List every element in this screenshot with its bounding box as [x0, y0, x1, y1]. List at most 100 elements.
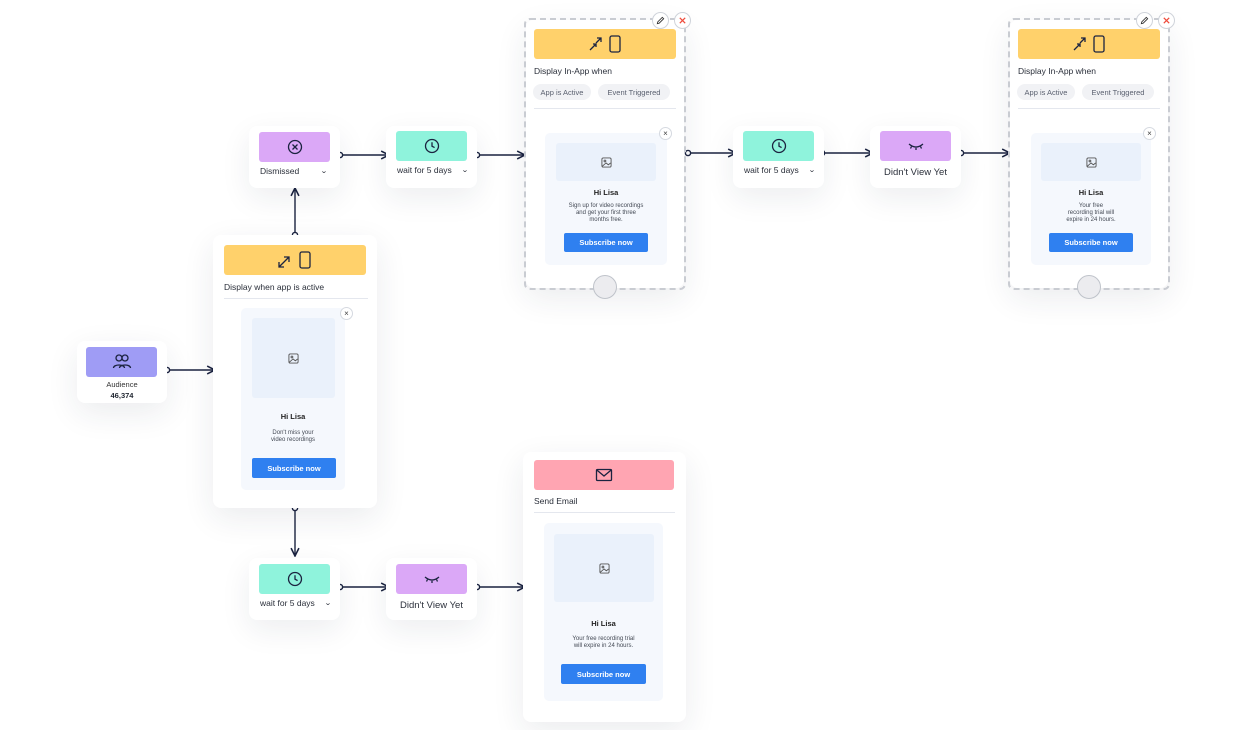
pill-event-triggered[interactable]: Event Triggered	[598, 84, 670, 100]
connector-audience-to-display	[163, 367, 215, 372]
connector-display-to-dismissed	[292, 188, 297, 239]
inapp-title-2: Display In-App when	[1018, 66, 1096, 76]
selection-outline-2	[1008, 18, 1170, 290]
didnt-view-node-bottom[interactable]: Didn't View Yet	[386, 558, 477, 620]
send-email-title: Send Email	[534, 496, 578, 506]
audience-label: Audience	[106, 380, 138, 389]
wait-node-right[interactable]: wait for 5 days ⌄	[733, 126, 824, 188]
wait-dropdown-top[interactable]: wait for 5 days ⌄	[397, 165, 469, 175]
wait-dropdown-right[interactable]: wait for 5 days ⌄	[744, 165, 816, 175]
preview-message: Don't miss your video recordings	[270, 430, 316, 443]
wait-node-top[interactable]: wait for 5 days ⌄	[386, 126, 477, 188]
connector-wait-to-didnt-view	[818, 150, 873, 155]
image-icon	[600, 156, 612, 168]
connector-wait-bottom-to-didnt-view	[336, 584, 389, 589]
display-active-card[interactable]: Display when app is active Hi Lisa Don't…	[213, 235, 377, 508]
expand-phone-icon	[278, 251, 311, 269]
wait-chip	[743, 131, 814, 161]
chevron-down-icon: ⌄	[323, 600, 332, 607]
chevron-down-icon: ⌄	[320, 168, 328, 175]
didnt-view-node-right[interactable]: Didn't View Yet	[870, 126, 961, 188]
connector-wait-to-inapp-1	[473, 152, 525, 157]
inapp-chip-2	[1018, 29, 1160, 59]
wait-label-bottom: wait for 5 days	[260, 598, 315, 608]
chevron-down-icon: ⌄	[807, 167, 816, 174]
image-icon	[288, 352, 299, 364]
didnt-view-chip	[880, 131, 951, 161]
image-placeholder	[556, 143, 656, 181]
pencil-icon[interactable]	[1136, 12, 1153, 29]
image-placeholder	[252, 318, 335, 398]
connector-dismissed-to-wait	[336, 152, 389, 157]
clock-icon	[287, 571, 302, 587]
divider	[534, 108, 676, 109]
dismissed-label: Dismissed	[260, 166, 300, 176]
divider	[224, 298, 368, 299]
dismissed-dropdown[interactable]: Dismissed ⌄	[260, 166, 328, 176]
chevron-down-icon: ⌄	[460, 167, 469, 174]
subscribe-button[interactable]: Subscribe now	[561, 664, 646, 684]
preview-heading: Hi Lisa	[593, 188, 619, 197]
connector-inapp-1-to-wait	[684, 150, 736, 155]
connector-didnt-view-to-email	[473, 584, 525, 589]
wait-dropdown-bottom[interactable]: wait for 5 days ⌄	[260, 598, 332, 608]
message-preview: Hi Lisa Don't miss your video recordings…	[241, 308, 345, 490]
preview-close-icon[interactable]: ×	[340, 307, 353, 320]
close-icon[interactable]	[1158, 12, 1175, 29]
divider	[534, 512, 675, 513]
circle-x-icon	[287, 139, 302, 155]
send-email-card[interactable]: Send Email Hi Lisa Your free recording t…	[523, 452, 686, 722]
users-icon	[112, 354, 131, 369]
dismissed-chip	[259, 132, 330, 162]
didnt-view-label-bottom: Didn't View Yet	[400, 600, 463, 611]
inapp-chip-1	[534, 29, 676, 59]
preview-message: Your free recording trial will expire in…	[572, 636, 635, 649]
close-icon[interactable]	[674, 12, 691, 29]
image-icon	[1085, 156, 1097, 168]
wait-label-top: wait for 5 days	[397, 165, 452, 175]
audience-count: 46,374	[110, 391, 134, 400]
closed-eye-icon	[424, 576, 439, 583]
clock-icon	[771, 138, 786, 154]
didnt-view-chip	[396, 564, 467, 594]
subscribe-button[interactable]: Subscribe now	[564, 233, 648, 252]
image-placeholder	[554, 534, 654, 602]
phone-home-button	[1077, 275, 1101, 299]
clock-icon	[424, 138, 439, 154]
audience-node[interactable]: Audience 46,374	[77, 341, 167, 403]
inapp-card-2[interactable]: Display In-App when App is Active Event …	[1010, 20, 1168, 288]
audience-chip	[86, 347, 157, 377]
subscribe-button[interactable]: Subscribe now	[1049, 233, 1133, 252]
message-preview: Hi Lisa Sign up for video recordings and…	[545, 133, 667, 265]
preview-close-icon[interactable]: ×	[1143, 127, 1156, 140]
preview-heading: Hi Lisa	[1078, 188, 1104, 197]
subscribe-button[interactable]: Subscribe now	[252, 458, 336, 478]
phone-home-button	[593, 275, 617, 299]
preview-message: Sign up for video recordings and get you…	[568, 203, 644, 223]
wait-chip	[259, 564, 330, 594]
wait-node-bottom[interactable]: wait for 5 days ⌄	[249, 558, 340, 620]
closed-eye-icon	[908, 143, 923, 150]
compress-phone-icon	[589, 35, 621, 53]
message-preview: Hi Lisa Your free recording trial will e…	[1031, 133, 1151, 265]
preview-message: Your free recording trial will expire in…	[1066, 203, 1116, 223]
compress-phone-icon	[1073, 35, 1105, 53]
envelope-icon	[595, 468, 613, 482]
pencil-icon[interactable]	[652, 12, 669, 29]
pill-event-triggered[interactable]: Event Triggered	[1082, 84, 1154, 100]
inapp-title-1: Display In-App when	[534, 66, 612, 76]
inapp-card-1[interactable]: Display In-App when App is Active Event …	[526, 20, 684, 288]
display-active-title: Display when app is active	[224, 282, 325, 292]
wait-label-right: wait for 5 days	[744, 165, 799, 175]
pill-app-active[interactable]: App is Active	[1017, 84, 1075, 100]
image-icon	[598, 562, 610, 574]
divider	[1018, 108, 1160, 109]
connector-didnt-view-to-inapp-2	[957, 150, 1010, 155]
connector-display-to-wait-bottom	[292, 504, 297, 556]
display-active-chip	[224, 245, 366, 275]
preview-heading: Hi Lisa	[591, 619, 616, 628]
pill-app-active[interactable]: App is Active	[533, 84, 591, 100]
preview-close-icon[interactable]: ×	[659, 127, 672, 140]
dismissed-node[interactable]: Dismissed ⌄	[249, 126, 340, 188]
wait-chip	[396, 131, 467, 161]
